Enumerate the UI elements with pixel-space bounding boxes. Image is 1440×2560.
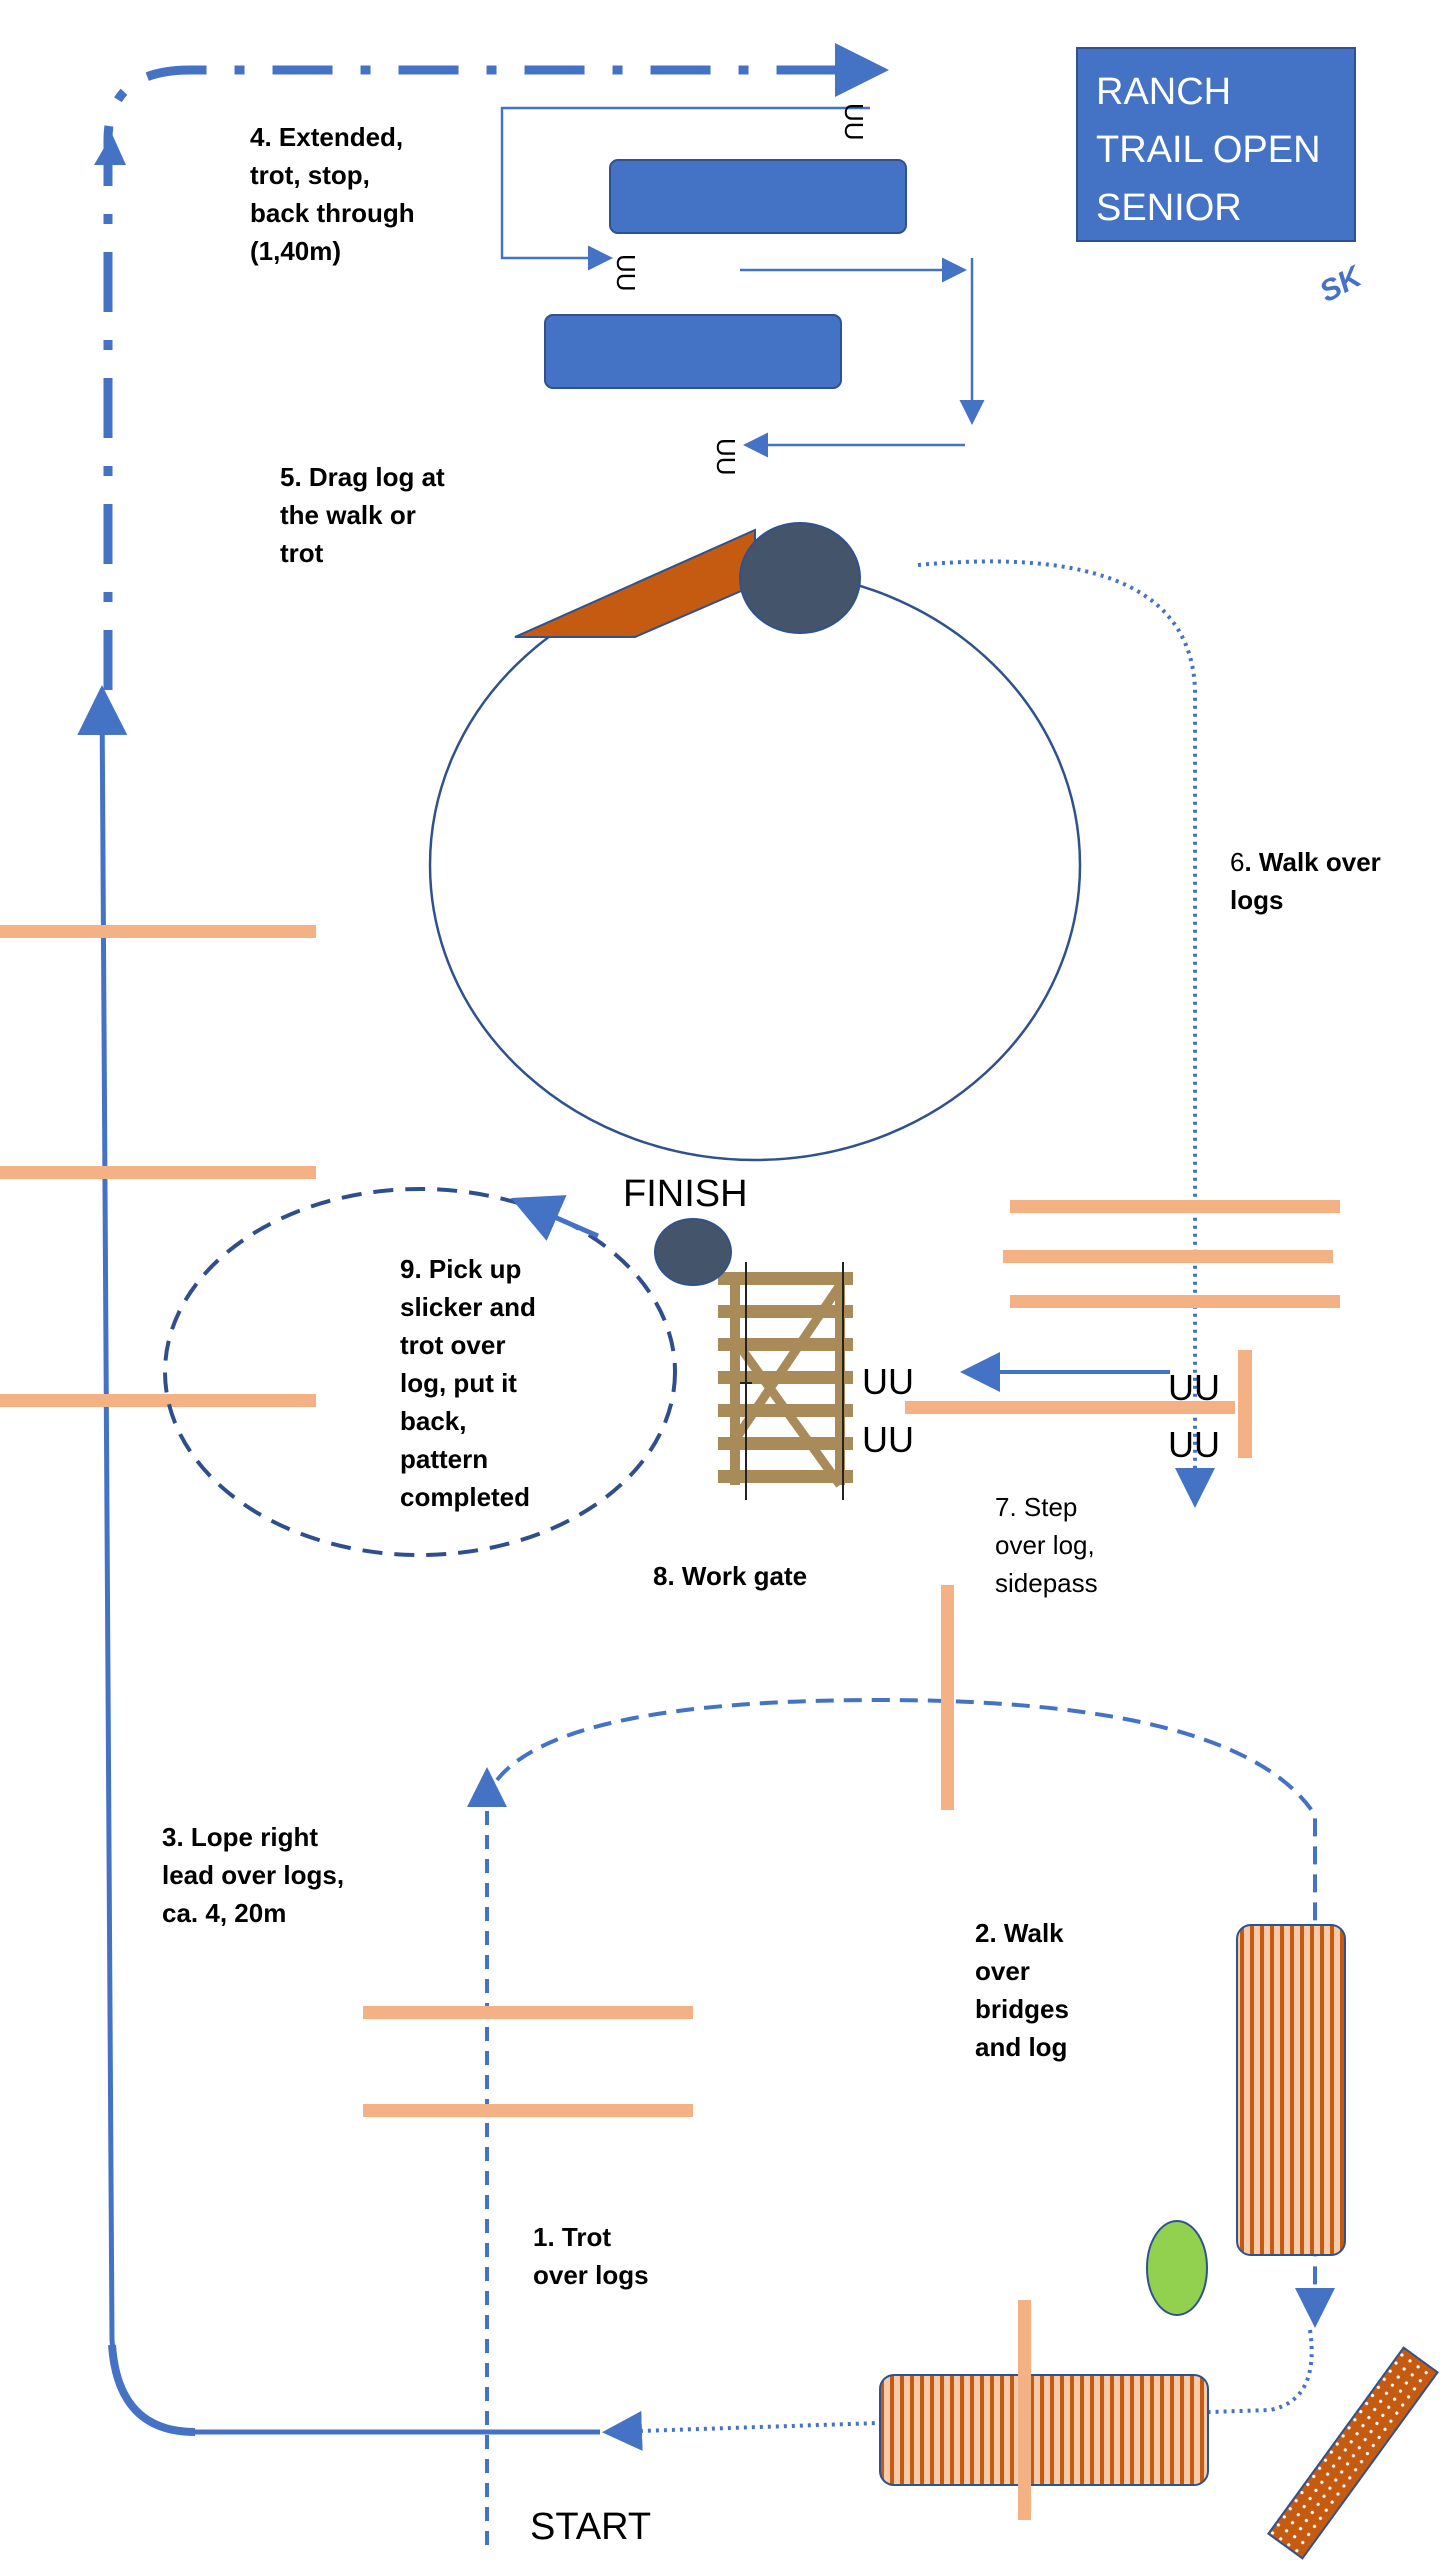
slicker-loop <box>163 1187 677 1557</box>
backthrough-rail-1 <box>609 159 907 234</box>
drag-circle <box>428 568 1082 1162</box>
backthrough-rail-2 <box>544 314 842 389</box>
bridge-log-cross <box>1018 2300 1031 2520</box>
back-path-1 <box>500 106 870 271</box>
step7-label: 7. Step over log, sidepass <box>995 1492 1098 1598</box>
sidepass-log <box>905 1401 1235 1414</box>
step2-log <box>941 1585 954 1810</box>
slicker-loop-arrow <box>510 1195 599 1241</box>
walk-logs-path <box>917 559 1215 1508</box>
bridge-vertical <box>1236 1924 1346 2256</box>
lope-corner-thick <box>108 2344 196 2436</box>
start-label: START <box>530 2506 652 2548</box>
finish-label: FINISH <box>623 1173 748 1215</box>
cone-marker-1: UU <box>862 1361 914 1402</box>
sidepass-end-log <box>1238 1350 1252 1458</box>
walk-log-2 <box>1003 1250 1333 1263</box>
slicker-barrel <box>654 1218 732 1286</box>
lope-path-left <box>77 685 600 2435</box>
trot-log-2 <box>363 2104 693 2117</box>
drag-log <box>514 528 756 638</box>
title-text: RANCH TRAIL OPEN SENIOR <box>1096 71 1321 229</box>
dashed-arc-path <box>495 1697 1335 2328</box>
bridge-horizontal <box>879 2374 1209 2486</box>
lope-log-3 <box>0 1394 316 1407</box>
step6-label: 6. Walk over logs <box>1230 843 1381 919</box>
step6-text: . Walk over logs <box>1230 847 1381 915</box>
green-marker <box>1146 2220 1208 2316</box>
lope-log-2 <box>0 1166 316 1179</box>
step3-label: 3. Lope right lead over logs, ca. 4, 20m <box>162 1822 345 1928</box>
cone-marker-3: UU <box>1168 1367 1220 1408</box>
step2-label: 2. Walk over bridges and log <box>975 1918 1069 2062</box>
walk-log-1 <box>1010 1200 1340 1213</box>
step8-label: 8. Work gate <box>653 1561 808 1591</box>
top-dashdot-path <box>103 43 889 690</box>
back-marker-3: UU <box>711 438 741 476</box>
trot-log-1 <box>363 2006 693 2019</box>
cone-marker-2: UU <box>862 1419 914 1460</box>
back-marker-2: UU <box>611 254 641 292</box>
step1-label: 1. Trot over logs <box>533 2222 649 2290</box>
top-left-arrowhead <box>94 134 126 165</box>
drag-barrel <box>739 522 861 634</box>
title-box: RANCH TRAIL OPEN SENIOR <box>1076 47 1356 242</box>
gate <box>718 1262 853 1500</box>
dotted-return-path <box>602 2329 1314 2451</box>
lope-log-1 <box>0 925 316 938</box>
back-marker-1: UU <box>839 103 869 141</box>
cone-marker-4: UU <box>1168 1424 1220 1465</box>
step4-label: 4. Extended, trot, stop, back through (1… <box>250 122 415 266</box>
step5-label: 5. Drag log at the walk or trot <box>280 462 445 568</box>
dotted-bridge <box>1267 2346 1439 2560</box>
step9-label: 9. Pick up slicker and trot over log, pu… <box>400 1254 536 1512</box>
walk-log-3 <box>1010 1295 1340 1308</box>
step6-number: 6 <box>1230 847 1245 877</box>
